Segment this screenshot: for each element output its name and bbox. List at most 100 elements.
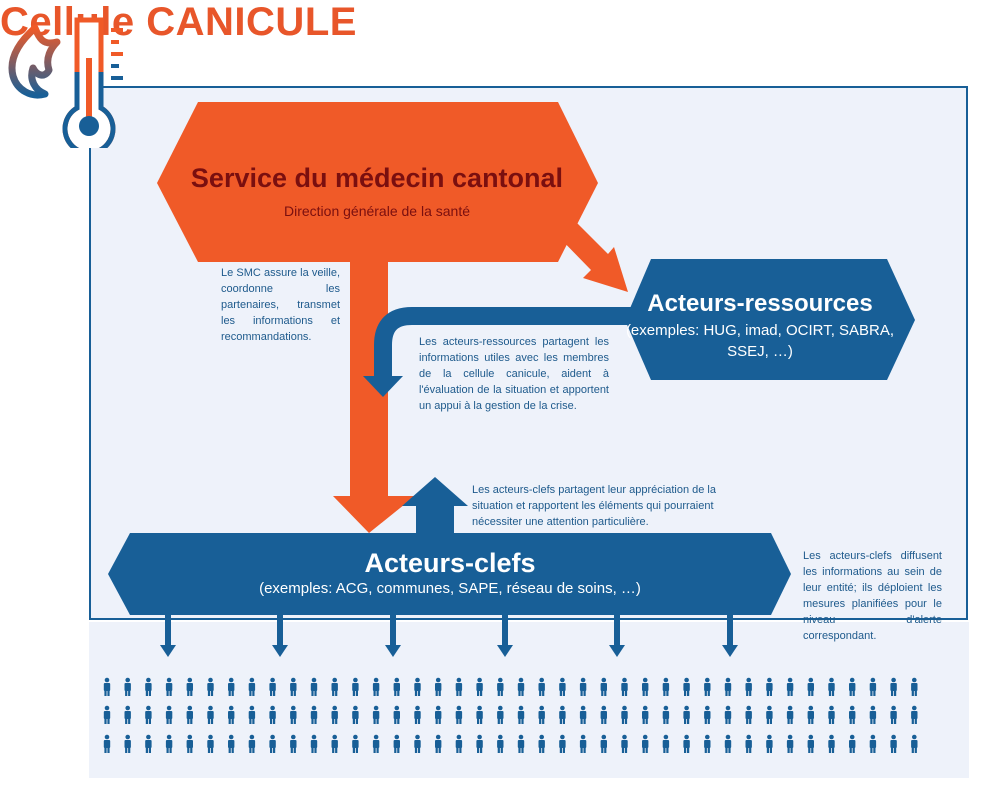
- person-icon: [186, 677, 193, 696]
- person-icon: [269, 734, 276, 753]
- smc-hexagon: [157, 102, 598, 262]
- person-icon: [290, 677, 297, 696]
- person-icon: [807, 677, 814, 696]
- person-icon: [621, 705, 628, 724]
- smc-title: Service du médecin cantonal: [190, 163, 564, 193]
- person-icon: [559, 734, 566, 753]
- person-icon: [662, 705, 670, 724]
- person-icon: [517, 734, 525, 753]
- smc-to-ressources-arrow: [552, 214, 628, 292]
- smc-down-arrow: [333, 262, 415, 533]
- person-icon: [538, 677, 545, 696]
- person-icon: [207, 677, 214, 696]
- person-icon: [600, 705, 607, 724]
- person-icon: [352, 705, 359, 724]
- person-icon: [290, 705, 297, 724]
- person-icon: [559, 705, 566, 724]
- heat-thermometer-icon: [8, 17, 123, 148]
- person-icon: [642, 734, 649, 753]
- person-icon: [786, 677, 794, 696]
- person-icon: [331, 677, 338, 696]
- person-icon: [538, 734, 545, 753]
- ressources-hexagon: [625, 259, 915, 380]
- person-icon: [435, 677, 442, 696]
- person-icon: [414, 677, 421, 696]
- person-icon: [103, 677, 111, 696]
- person-icon: [310, 734, 318, 753]
- person-icon: [766, 734, 773, 753]
- person-icon: [890, 677, 897, 696]
- person-icon: [228, 705, 235, 724]
- person-icon: [435, 734, 442, 753]
- person-icon: [807, 705, 814, 724]
- person-icon: [393, 677, 400, 696]
- person-icon: [310, 705, 318, 724]
- person-icon: [165, 677, 173, 696]
- person-icon: [228, 734, 235, 753]
- person-icon: [248, 677, 256, 696]
- person-icon: [579, 677, 587, 696]
- person-icon: [786, 734, 794, 753]
- person-icon: [662, 734, 670, 753]
- person-icon: [310, 677, 318, 696]
- person-icon: [124, 734, 131, 753]
- person-icon: [849, 677, 856, 696]
- person-icon: [248, 734, 256, 753]
- person-icon: [186, 734, 193, 753]
- person-icon: [455, 734, 463, 753]
- person-icon: [849, 734, 856, 753]
- person-icon: [455, 705, 463, 724]
- person-icon: [704, 705, 711, 724]
- person-icon: [435, 705, 442, 724]
- person-icon: [642, 705, 649, 724]
- clefs-diffuse-description: Les acteurs-clefs diffusent les informat…: [803, 550, 942, 642]
- person-icon: [911, 705, 918, 724]
- person-icon: [124, 705, 131, 724]
- person-icon: [248, 705, 256, 724]
- person-icon: [497, 734, 504, 753]
- person-icon: [352, 734, 359, 753]
- person-icon: [414, 734, 421, 753]
- person-icon: [559, 677, 566, 696]
- person-icon: [704, 677, 711, 696]
- person-icon: [372, 734, 380, 753]
- person-icon: [911, 677, 918, 696]
- person-icon: [621, 677, 628, 696]
- person-icon: [766, 677, 773, 696]
- person-icon: [869, 734, 877, 753]
- person-icon: [497, 677, 504, 696]
- person-icon: [124, 677, 131, 696]
- person-icon: [869, 705, 877, 724]
- person-icon: [476, 734, 483, 753]
- person-icon: [869, 677, 877, 696]
- person-icon: [497, 705, 504, 724]
- clefs-title: Acteurs-clefs: [364, 548, 536, 578]
- ressources-description: Les acteurs-ressources partagent les inf…: [419, 336, 609, 412]
- clefs-diffusion-arrows: [160, 615, 738, 657]
- person-icon: [331, 734, 338, 753]
- person-icon: [476, 677, 483, 696]
- person-icon: [331, 705, 338, 724]
- person-icon: [600, 734, 607, 753]
- person-icon: [269, 705, 276, 724]
- person-icon: [807, 734, 814, 753]
- person-icon: [186, 705, 193, 724]
- person-icon: [165, 734, 173, 753]
- person-icon: [724, 734, 732, 753]
- person-icon: [890, 734, 897, 753]
- person-icon: [828, 677, 835, 696]
- clefs-subtitle: (exemples: ACG, communes, SAPE, réseau d…: [259, 580, 641, 597]
- person-icon: [724, 677, 732, 696]
- person-icon: [207, 705, 214, 724]
- person-icon: [683, 734, 690, 753]
- person-icon: [517, 705, 525, 724]
- person-icon: [890, 705, 897, 724]
- person-icon: [228, 677, 235, 696]
- person-icon: [414, 705, 421, 724]
- person-icon: [393, 734, 400, 753]
- person-icon: [766, 705, 773, 724]
- person-icon: [745, 677, 752, 696]
- ressources-feedback-arrow: [374, 307, 652, 378]
- person-icon: [745, 705, 752, 724]
